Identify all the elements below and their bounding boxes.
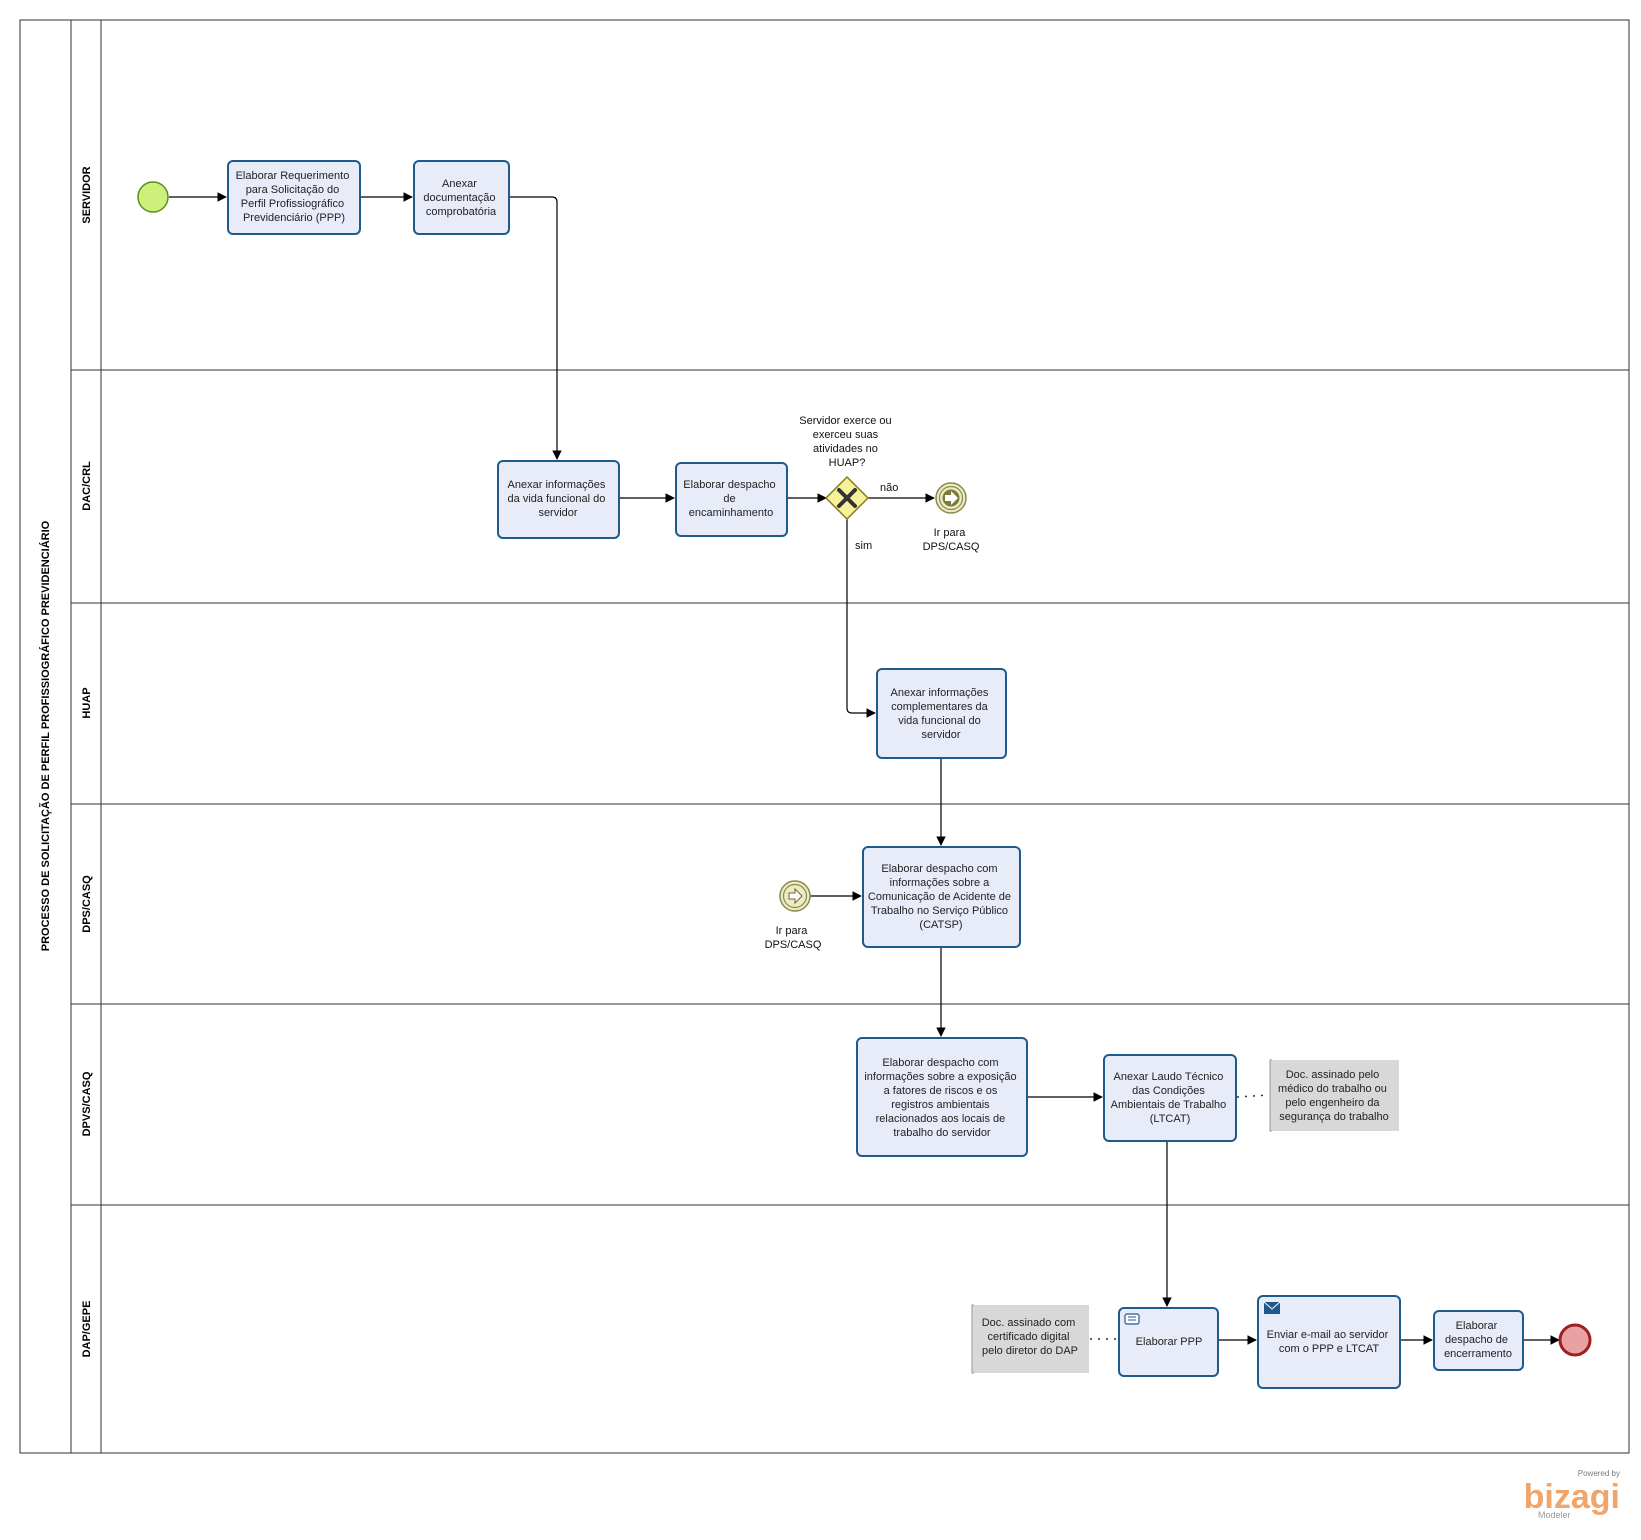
svg-text:Doc. assinado pelo médic: Doc. assinado pelo médico do trabalho ou…	[1278, 1069, 1390, 1123]
pool: PROCESSO DE SOLICITAÇÃO DE PERFIL PROFIS…	[19, 19, 1630, 1454]
arrow-right-outline-icon	[788, 887, 803, 905]
link-catch-event[interactable]	[779, 880, 811, 912]
bizagi-branding: Powered by bizagi Modeler	[1524, 1469, 1620, 1520]
link-catch-label: Ir para DPS/CASQ	[765, 925, 822, 951]
svg-text:Enviar e-mail ao servidor: Enviar e-mail ao servidor com o PPP e LT…	[1267, 1329, 1392, 1355]
pool-title: PROCESSO DE SOLICITAÇÃO DE PERFIL PROFIS…	[39, 520, 52, 951]
lane-label-servidor: SERVIDOR	[81, 166, 93, 223]
task-elaborar-despacho-encerramento[interactable]: Elaborar despacho de encerramento	[1433, 1310, 1524, 1371]
svg-text:Anexar Laudo Técnico das: Anexar Laudo Técnico das Condições Ambie…	[1111, 1071, 1230, 1125]
annotation-doc-assinado-medico: Doc. assinado pelo médico do trabalho ou…	[1269, 1059, 1399, 1132]
sequence-flows	[169, 192, 1560, 1345]
end-event[interactable]	[1558, 1323, 1592, 1357]
gateway-question: Servidor exerce ou exerceu suas atividad…	[799, 415, 894, 469]
task-elaborar-despacho-catsp[interactable]: Elaborar despacho com informações sobre …	[862, 846, 1021, 948]
task-anexar-laudo-ltcat[interactable]: Anexar Laudo Técnico das Condições Ambie…	[1103, 1054, 1237, 1142]
svg-text:Doc. assinado com certif: Doc. assinado com certificado digital pe…	[982, 1317, 1079, 1357]
svg-text:Anexar informações da vi: Anexar informações da vida funcional do …	[508, 479, 609, 519]
gateway-yes-label: sim	[855, 540, 872, 552]
association-t8-a1	[1236, 1094, 1269, 1098]
lane-label-dpvs-casq: DPVS/CASQ	[81, 1071, 93, 1136]
gateway-no-label: não	[880, 482, 898, 494]
svg-text:Anexar documentação: Anexar documentação comprobatória	[423, 178, 498, 218]
svg-text:Elaborar despacho com in: Elaborar despacho com informações sobre …	[868, 863, 1014, 931]
task-anexar-info-vida-funcional[interactable]: Anexar informações da vida funcional do …	[497, 460, 620, 539]
task-elaborar-ppp[interactable]: Elaborar PPP	[1118, 1307, 1219, 1377]
task-anexar-documentacao[interactable]: Anexar documentação comprobatória	[413, 160, 510, 235]
manual-task-icon	[1124, 1313, 1140, 1325]
start-event[interactable]	[137, 181, 169, 213]
task-enviar-email[interactable]: Enviar e-mail ao servidor com o PPP e LT…	[1257, 1295, 1401, 1389]
flow-gateway-yes	[846, 519, 876, 718]
svg-text:Elaborar Requerimento pa: Elaborar Requerimento para Solicitação d…	[236, 170, 353, 224]
envelope-icon	[1263, 1301, 1281, 1314]
task-elaborar-despacho-encaminhamento[interactable]: Elaborar despacho de encaminhamento	[675, 462, 788, 537]
link-throw-label: Ir para DPS/CASQ	[923, 527, 980, 553]
lane-label-dac-crl: DAC/CRL	[81, 461, 93, 511]
annotation-doc-assinado-dap: Doc. assinado com certificado digital pe…	[971, 1304, 1089, 1374]
task-elaborar-despacho-exposicao[interactable]: Elaborar despacho com informações sobre …	[856, 1037, 1028, 1157]
lane-label-huap: HUAP	[81, 687, 93, 718]
svg-text:Elaborar despacho de: Elaborar despacho de encerramento	[1444, 1320, 1512, 1360]
lane-labels: SERVIDOR DAC/CRL HUAP DPS/CASQ DPVS/CASQ…	[81, 166, 93, 1357]
flow-t2-to-t3	[508, 196, 562, 460]
link-throw-event[interactable]	[935, 482, 967, 514]
exclusive-gateway[interactable]	[824, 475, 870, 521]
svg-text:Elaborar despacho com in: Elaborar despacho com informações sobre …	[864, 1057, 1019, 1139]
associations	[1090, 1094, 1269, 1340]
task-anexar-info-complementares[interactable]: Anexar informações complementares da vid…	[876, 668, 1007, 759]
arrow-right-icon	[945, 491, 958, 505]
task-elaborar-requerimento[interactable]: Elaborar Requerimento para Solicitação d…	[227, 160, 361, 235]
svg-text:Powered by: Powered by	[1578, 1469, 1620, 1478]
svg-text:Anexar informações compl: Anexar informações complementares da vid…	[891, 687, 992, 741]
svg-text:Modeler: Modeler	[1538, 1510, 1571, 1520]
x-marker-icon	[837, 488, 857, 508]
svg-text:Elaborar despacho de: Elaborar despacho de encaminhamento	[683, 479, 778, 519]
lane-label-dap-gepe: DAP/GEPE	[81, 1301, 93, 1358]
lane-label-dps-casq: DPS/CASQ	[81, 875, 93, 933]
bizagi-logo: bizagi	[1524, 1478, 1620, 1516]
svg-text:Elaborar PPP: Elaborar PPP	[1136, 1336, 1203, 1348]
